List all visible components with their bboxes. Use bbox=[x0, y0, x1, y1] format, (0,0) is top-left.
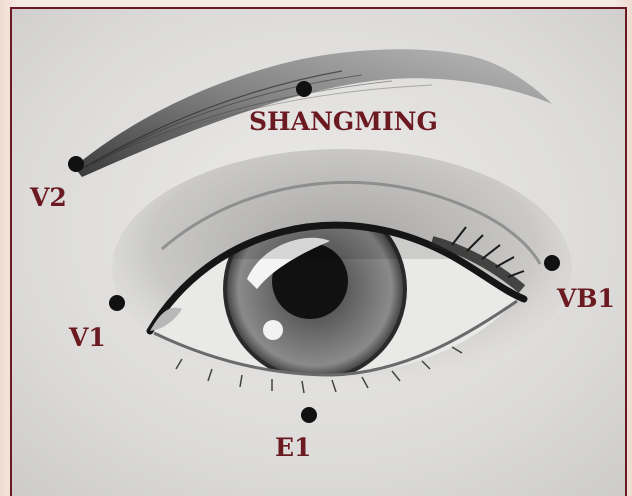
eye-drawing: SHANGMING V2 V1 VB1 E1 bbox=[12, 9, 625, 496]
vb1-point-marker bbox=[544, 255, 560, 271]
eye-acupoint-illustration: SHANGMING V2 V1 VB1 E1 bbox=[10, 7, 627, 496]
shangming-point-marker bbox=[296, 81, 312, 97]
e1-label: E1 bbox=[275, 433, 311, 462]
v2-point-marker bbox=[68, 156, 84, 172]
e1-point-marker bbox=[301, 407, 317, 423]
v1-label: V1 bbox=[68, 323, 106, 352]
vb1-label: VB1 bbox=[556, 284, 615, 313]
shangming-label: SHANGMING bbox=[249, 107, 438, 136]
v1-point-marker bbox=[109, 295, 125, 311]
v2-label: V2 bbox=[29, 183, 67, 212]
